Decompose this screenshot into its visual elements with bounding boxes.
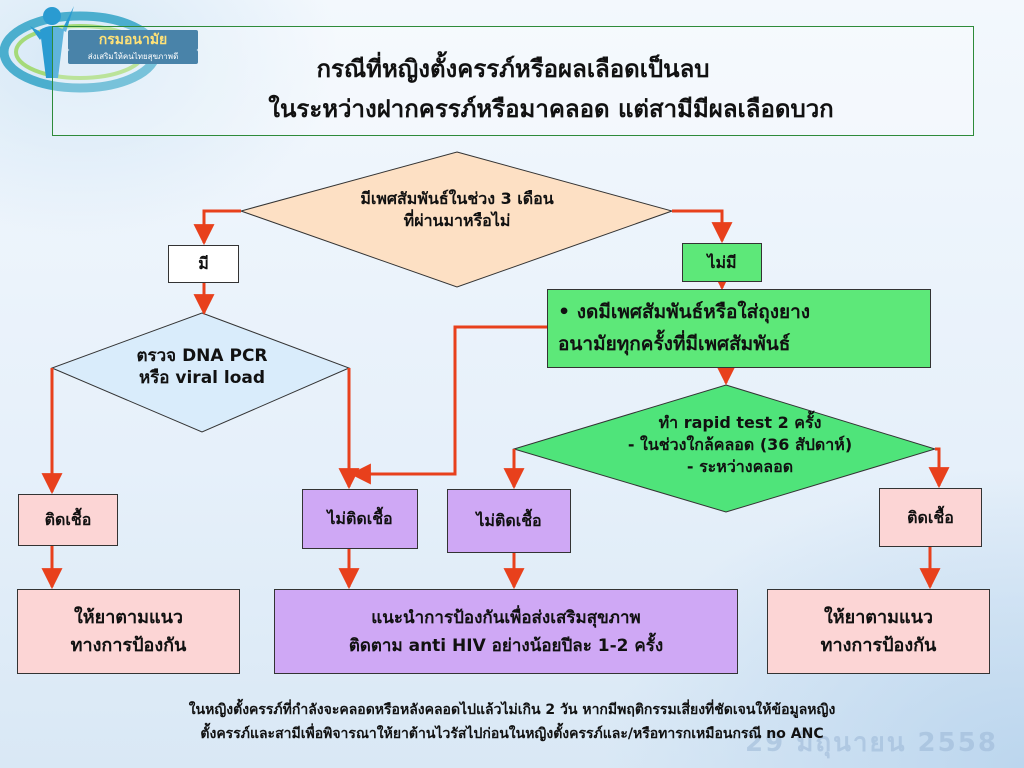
result-not-infected-2: ไม่ติดเชื้อ	[447, 489, 571, 553]
instruction-box: • งดมีเพศสัมพันธ์หรือใส่ถุงยาง อนามัยทุก…	[547, 289, 931, 368]
result-infected-left-label: ติดเชื้อ	[44, 510, 92, 529]
arrow-to-no	[672, 209, 733, 244]
answer-yes-label: มี	[198, 254, 209, 273]
result-not-infected-1: ไม่ติดเชื้อ	[302, 489, 418, 549]
action-prevention-middle: แนะนำการป้องกันเพื่อส่งเสริมสุขภาพ ติดตา…	[274, 589, 738, 674]
decision-rapid-line-1: ทำ rapid test 2 ครั้ง	[658, 413, 822, 432]
watermark: 29 มิถุนายน 2558	[745, 728, 998, 758]
decision-rapid-line-3: - ระหว่างคลอด	[686, 457, 794, 476]
decision-sex-line-2: ที่ผ่านมาหรือไม่	[403, 211, 511, 230]
decision-dna-line-1: ตรวจ DNA PCR	[136, 346, 268, 366]
footnote: ในหญิงตั้งครรภ์ที่กำลังจะคลอดหรือหลังคลอ…	[20, 698, 1004, 746]
decision-diamond-sex	[239, 151, 674, 288]
title-box: กรณีที่หญิงตั้งครรภ์หรือผลเลือดเป็นลบ ใน…	[52, 26, 974, 136]
page-title-line-1: กรณีที่หญิงตั้งครรภ์หรือผลเลือดเป็นลบ	[316, 55, 710, 83]
decision-rapid-line-2: - ในช่วงใกล้คลอด (36 สัปดาห์)	[627, 435, 853, 454]
arrow-rapid-to-infected	[928, 447, 950, 489]
answer-yes-box: มี	[168, 245, 239, 283]
logo-name: กรมอนามัย	[68, 30, 198, 50]
action-left-line-2: ทางการป้องกัน	[70, 634, 187, 656]
decision-diamond-dna	[50, 312, 351, 433]
decision-sex-line-1: มีเพศสัมพันธ์ในช่วง 3 เดือน	[360, 189, 554, 208]
action-left-line-1: ให้ยาตามแนว	[74, 606, 183, 628]
result-infected-right-label: ติดเชื้อ	[907, 507, 954, 527]
answer-no-box: ไม่มี	[682, 243, 762, 282]
result-not-infected-1-label: ไม่ติดเชื้อ	[327, 509, 393, 528]
arrow-to-yes	[193, 209, 241, 246]
instruction-line-1: • งดมีเพศสัมพันธ์หรือใส่ถุงยาง	[558, 301, 811, 323]
decision-rapid-label: ทำ rapid test 2 ครั้ง - ในช่วงใกล้คลอด (…	[560, 412, 920, 478]
decision-dna-label: ตรวจ DNA PCR หรือ viral load	[92, 345, 312, 389]
result-infected-right: ติดเชื้อ	[879, 488, 982, 547]
arrow-instruction-to-not-infected	[349, 325, 547, 485]
action-middle-line-2: ติดตาม anti HIV อย่างน้อยปีละ 1-2 ครั้ง	[348, 635, 664, 656]
department-logo: กรมอนามัย ส่งเสริมให้คนไทยสุขภาพดี	[0, 0, 210, 110]
instruction-line-2: อนามัยทุกครั้งที่มีเพศสัมพันธ์	[558, 333, 791, 355]
result-infected-left: ติดเชื้อ	[18, 494, 118, 546]
result-not-infected-2-label: ไม่ติดเชื้อ	[476, 511, 542, 530]
action-middle-line-1: แนะนำการป้องกันเพื่อส่งเสริมสุขภาพ	[371, 607, 641, 628]
logo-tagline: ส่งเสริมให้คนไทยสุขภาพดี	[68, 50, 198, 64]
page-title-line-2: ในระหว่างฝากครรภ์หรือมาคลอด แต่สามีมีผลเ…	[268, 95, 834, 123]
footnote-line-1: ในหญิงตั้งครรภ์ที่กำลังจะคลอดหรือหลังคลอ…	[188, 702, 836, 718]
action-treatment-left: ให้ยาตามแนว ทางการป้องกัน	[17, 589, 240, 674]
decision-sex-label: มีเพศสัมพันธ์ในช่วง 3 เดือน ที่ผ่านมาหรื…	[300, 188, 614, 232]
action-right-line-2: ทางการป้องกัน	[820, 634, 937, 656]
action-right-line-1: ให้ยาตามแนว	[824, 606, 933, 628]
answer-no-label: ไม่มี	[707, 252, 737, 272]
footnote-line-2: ตั้งครรภ์และสามีเพื่อพิจารณาให้ยาต้านไวร…	[200, 726, 824, 742]
decision-dna-line-2: หรือ viral load	[138, 368, 266, 388]
decision-diamond-rapid	[512, 384, 937, 513]
action-treatment-right: ให้ยาตามแนว ทางการป้องกัน	[767, 589, 990, 674]
